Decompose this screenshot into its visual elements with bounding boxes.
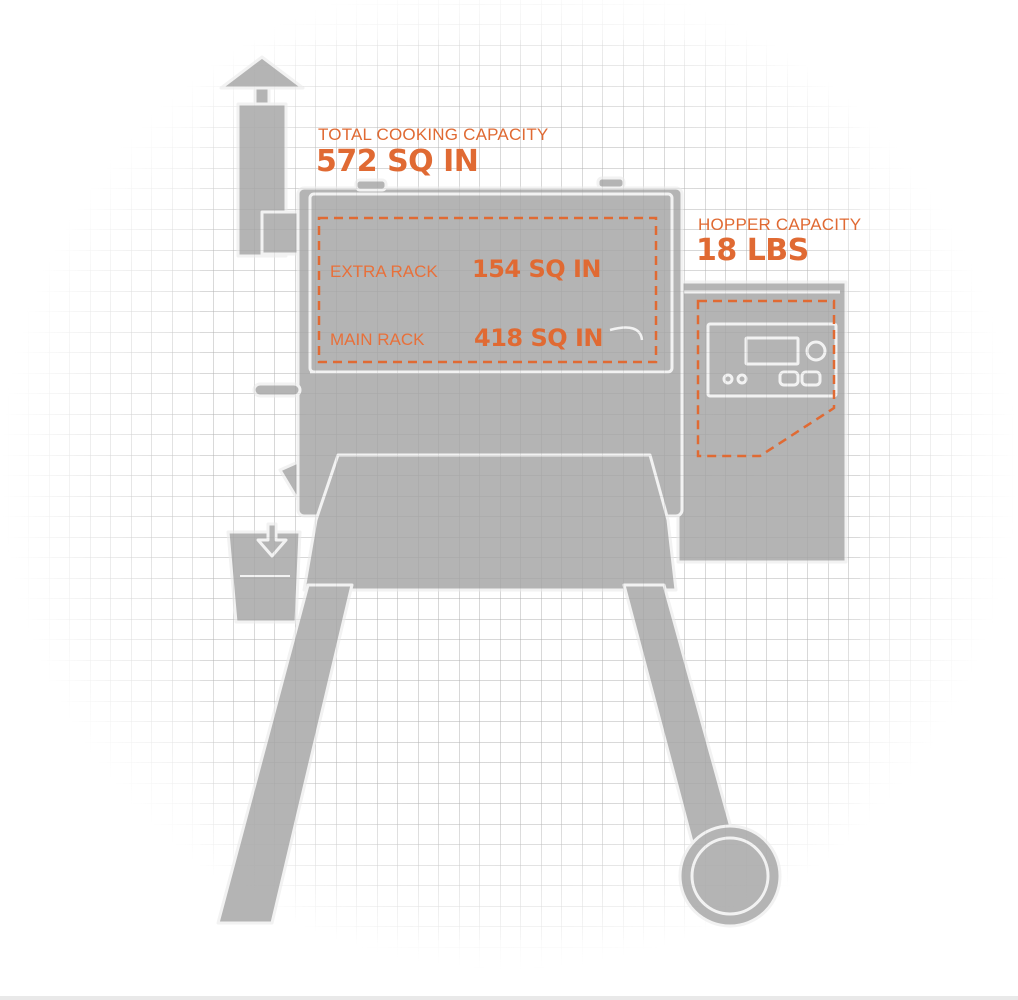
capacity-outlines [317,216,836,458]
total-capacity-title: TOTAL COOKING CAPACITY [318,125,549,144]
bottom-divider [0,996,1018,1000]
main-rack-title: MAIN RACK [330,330,425,349]
grid-overlay [200,40,860,940]
total-capacity-value: 572 SQ IN [316,144,479,179]
hopper-capacity-value: 18 LBS [696,233,809,268]
hopper-capacity-title: HOPPER CAPACITY [698,215,862,234]
main-rack-value: 418 SQ IN [474,324,604,352]
hopper-area-outline [696,299,836,458]
extra-rack-title: EXTRA RACK [330,262,438,281]
cooking-area-outline [317,216,658,364]
extra-rack-value: 154 SQ IN [472,255,602,283]
